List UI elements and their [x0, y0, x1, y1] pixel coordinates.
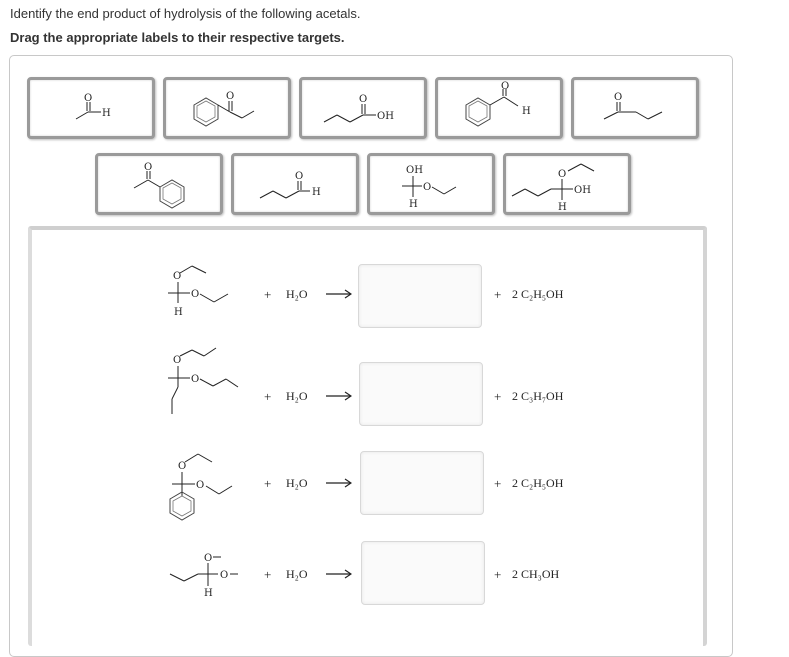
atom-o: O [191, 374, 199, 385]
label-butanoic-acid[interactable]: O OH [299, 77, 427, 139]
butanal-structure-icon: O H [259, 171, 321, 199]
reaction-arrow-icon [326, 289, 352, 299]
plus-sign: + [494, 389, 502, 404]
plus-sign: + [264, 476, 272, 491]
benzaldehyde-structure-icon: O H [465, 81, 531, 127]
atom-o: O [558, 169, 566, 180]
plus-sign: + [264, 287, 272, 302]
butanoic-acid-structure-icon: O OH [323, 94, 394, 123]
atom-oh: OH [574, 185, 591, 196]
drop-target-2[interactable] [359, 362, 483, 426]
label-benzaldehyde[interactable]: O H [435, 77, 563, 139]
reactant-2-structure-icon: O O [168, 347, 239, 414]
atom-o: O [191, 289, 199, 300]
byproduct-formula: 2 C₂H₅OH [512, 287, 564, 301]
plus-sign: + [264, 389, 272, 404]
label-acetophenone[interactable]: O [95, 153, 223, 215]
plus-sign: + [494, 476, 502, 491]
atom-o: O [220, 570, 228, 581]
atom-o: O [84, 93, 92, 104]
label-hemiacetal-ethanal[interactable]: OH O H [367, 153, 495, 215]
label-butanal[interactable]: O H [231, 153, 359, 215]
reactant-3-structure-icon: O O [169, 453, 233, 521]
instruction-drag: Drag the appropriate labels to their res… [10, 30, 345, 45]
atom-o: O [144, 162, 152, 173]
drop-target-4[interactable] [361, 541, 485, 605]
atom-h: H [558, 202, 567, 212]
atom-h: H [174, 307, 183, 318]
butanone-structure-icon: O [603, 92, 663, 120]
atom-h: H [312, 187, 321, 198]
byproduct-formula: 2 C₂H₅OH [512, 476, 564, 490]
reactant-1-structure-icon: O O H [168, 265, 229, 318]
atom-o: O [295, 171, 303, 182]
plus-sign: + [494, 287, 502, 302]
plus-sign: + [494, 567, 502, 582]
atom-o: O [173, 355, 181, 366]
reaction-arrow-icon [326, 569, 352, 579]
atom-o: O [614, 92, 622, 103]
reaction-arrow-icon [326, 478, 352, 488]
atom-o: O [359, 94, 367, 105]
atom-h: H [204, 588, 213, 599]
byproduct-formula: 2 C₃H₇OH [512, 389, 564, 403]
label-butanone[interactable]: O [571, 77, 699, 139]
atom-o: O [204, 553, 212, 564]
atom-o: O [173, 271, 181, 282]
acetophenone-structure-icon: O [133, 162, 185, 209]
atom-o: O [196, 480, 204, 491]
atom-o: O [423, 182, 431, 193]
instruction-text: Identify the end product of hydrolysis o… [10, 6, 361, 21]
atom-o: O [226, 91, 234, 102]
water-formula: H₂O [286, 567, 308, 581]
atom-o: O [178, 461, 186, 472]
label-propiophenone[interactable]: O [163, 77, 291, 139]
drop-target-1[interactable] [358, 264, 482, 328]
atom-h: H [522, 106, 531, 117]
hemiacetal-ethanal-structure-icon: OH O H [402, 165, 457, 210]
propiophenone-structure-icon: O [193, 91, 255, 127]
label-hemiacetal-butanal[interactable]: O OH H [503, 153, 631, 215]
water-formula: H₂O [286, 389, 308, 403]
reaction-arrow-icon [326, 391, 352, 401]
water-formula: H₂O [286, 476, 308, 490]
acetaldehyde-structure-icon: O H [75, 93, 111, 120]
atom-o: O [501, 81, 509, 92]
label-acetaldehyde[interactable]: O H [27, 77, 155, 139]
reactant-4-structure-icon: O O H [169, 553, 238, 599]
plus-sign: + [264, 567, 272, 582]
drop-target-3[interactable] [360, 451, 484, 515]
atom-oh: OH [406, 165, 423, 176]
water-formula: H₂O [286, 287, 308, 301]
hemiacetal-butanal-structure-icon: O OH H [511, 163, 595, 212]
atom-oh: OH [377, 111, 394, 122]
atom-h: H [102, 108, 111, 119]
atom-h: H [409, 199, 418, 210]
byproduct-formula: 2 CH₃OH [512, 567, 560, 581]
